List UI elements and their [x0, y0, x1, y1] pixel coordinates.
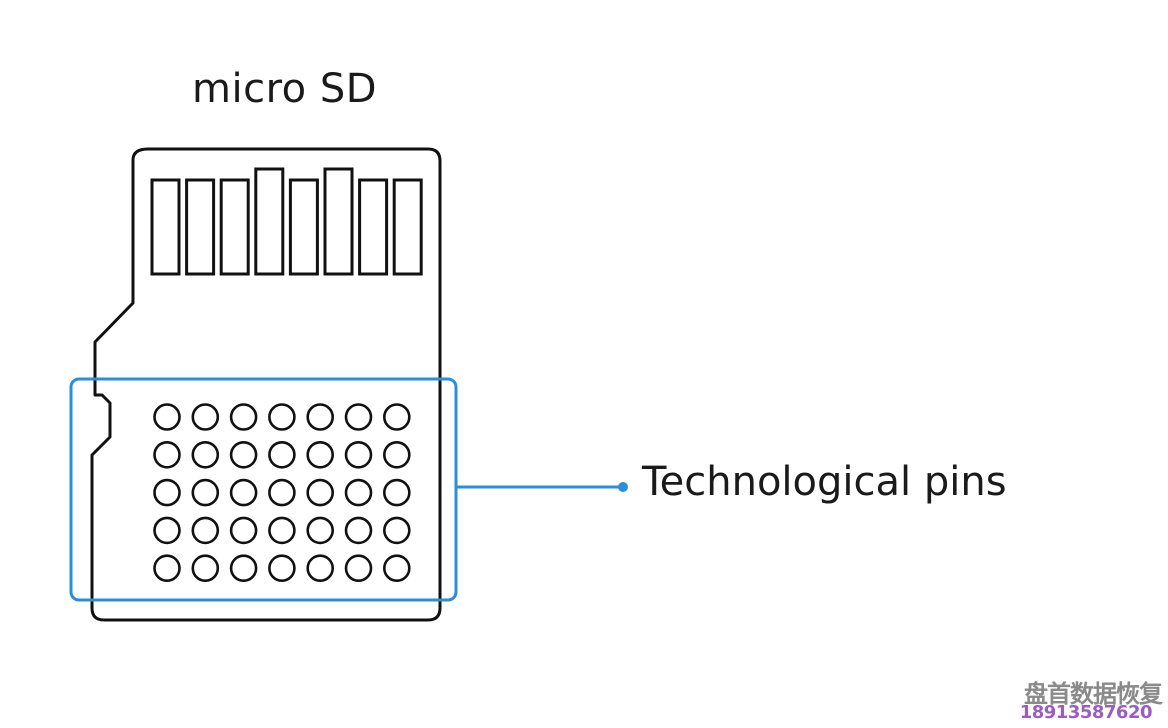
pin-r1-c2 [191, 403, 220, 431]
contact-6 [323, 167, 354, 276]
pin-r5-c4 [268, 554, 296, 583]
callout-label: Technological pins [642, 459, 1007, 505]
contact-8 [392, 178, 423, 276]
pin-r3-c1 [153, 478, 181, 507]
pin-r2-c4 [268, 440, 296, 469]
contact-7 [358, 178, 389, 276]
watermark-phone: 18913587620 [1019, 702, 1153, 723]
card-outline [90, 147, 442, 622]
pin-r1-c3 [229, 403, 258, 431]
pin-r2-c5 [306, 440, 335, 469]
pin-r3-c3 [229, 478, 258, 507]
contact-2 [185, 178, 216, 276]
contact-5 [288, 178, 319, 276]
pin-r1-c1 [153, 403, 181, 431]
contact-3 [219, 178, 250, 276]
pin-r1-c4 [268, 403, 296, 431]
pin-r2-c3 [229, 440, 258, 469]
pin-r5-c1 [153, 554, 181, 583]
pin-r2-c1 [153, 440, 181, 469]
contact-4 [254, 167, 285, 276]
watermark-company: 盘首数据恢复 [1024, 680, 1163, 708]
pin-r3-c6 [344, 478, 373, 507]
pin-r4-c2 [191, 516, 220, 545]
contact-1 [150, 178, 181, 276]
diagram-title: micro SD [192, 66, 378, 112]
pin-r2-c2 [191, 440, 220, 469]
pin-r5-c2 [191, 554, 220, 583]
pin-r4-c5 [306, 516, 335, 545]
pin-r4-c3 [229, 516, 258, 545]
pin-r3-c4 [268, 478, 296, 507]
pin-r1-c6 [344, 403, 373, 431]
top-contacts [150, 167, 423, 276]
pin-r5-c6 [344, 554, 373, 583]
pins-highlight-box [69, 377, 458, 602]
technological-pin-grid [153, 403, 411, 583]
pin-r3-c7 [382, 478, 411, 507]
pin-r2-c6 [344, 440, 373, 469]
pin-r4-c6 [344, 516, 373, 545]
pin-r5-c3 [229, 554, 258, 583]
pin-r4-c1 [153, 516, 181, 545]
pin-r1-c7 [382, 403, 411, 431]
pin-r5-c7 [382, 554, 411, 583]
pin-r4-c7 [382, 516, 411, 545]
pin-r3-c2 [191, 478, 220, 507]
pin-r4-c4 [268, 516, 296, 545]
pin-r2-c7 [382, 440, 411, 469]
pin-r3-c5 [306, 478, 335, 507]
pin-r1-c5 [306, 403, 335, 431]
callout-leader-dot [618, 482, 628, 492]
pin-r5-c5 [306, 554, 335, 583]
